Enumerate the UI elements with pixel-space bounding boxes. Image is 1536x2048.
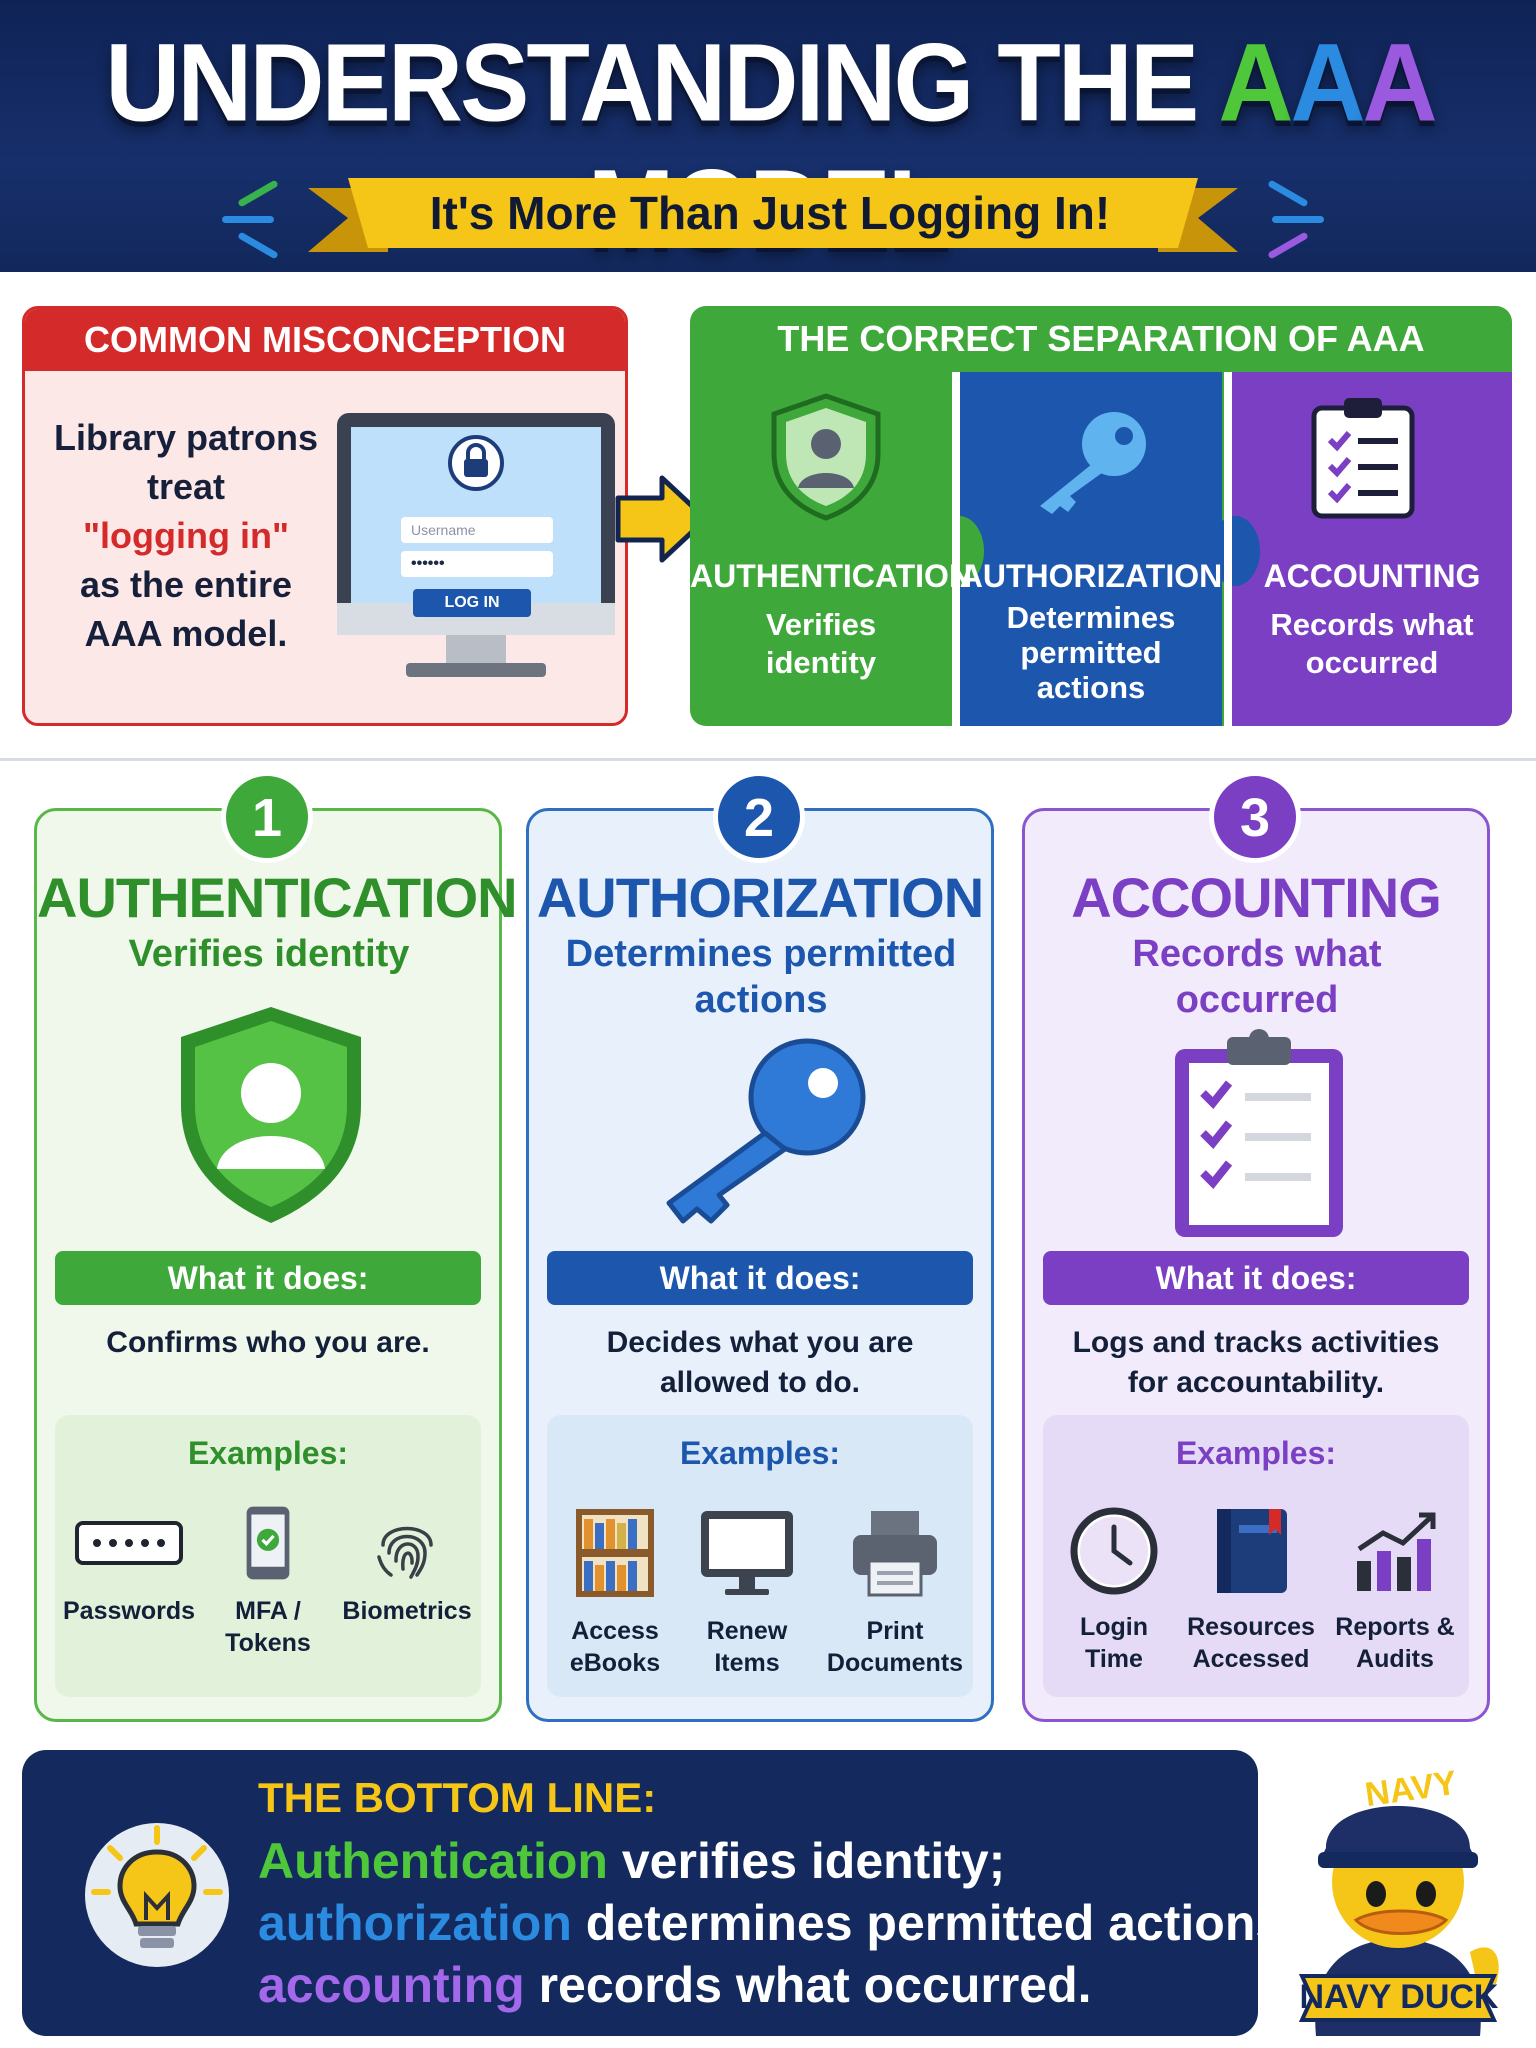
bottom-line-heading: THE BOTTOM LINE: <box>258 1774 657 1821</box>
book-icon <box>1217 1509 1287 1593</box>
mascot-banner-text: NAVY DUCK <box>1299 1978 1499 2016</box>
bottom-line-panel: THE BOTTOM LINE: Authentication verifies… <box>22 1750 1258 2036</box>
piece-title-accounting: ACCOUNTING <box>1263 558 1481 594</box>
piece-title-authorization: AUTHORIZATION <box>959 558 1223 594</box>
examples-label: Examples: <box>679 1435 841 1471</box>
username-field: Username <box>401 517 553 543</box>
monitor-icon <box>701 1511 793 1595</box>
examples-label: Examples: <box>187 1435 349 1471</box>
step-number-badge: 2 <box>713 771 805 863</box>
piece-title-authentication: AUTHENTICATION <box>690 558 973 594</box>
phone-check-icon <box>246 1506 290 1580</box>
printer-icon <box>853 1511 937 1597</box>
clipboard-checklist-icon <box>1311 398 1415 519</box>
example-biometrics: Biometrics <box>333 1505 481 1627</box>
examples-panel: Examples: Passwords MFA / Tokens <box>55 1415 481 1697</box>
piece-desc-authentication: Verifies identity <box>765 607 877 680</box>
what-it-does-text: Confirms who you are. <box>106 1326 430 1359</box>
card-title: ACCOUNTING <box>1071 866 1442 929</box>
what-it-does-bar: What it does: <box>55 1251 481 1305</box>
step-number-badge: 1 <box>221 771 313 863</box>
bottom-line-sentence-2: authorization determines permitted actio… <box>258 1895 1258 1951</box>
bottom-line-sentence-1: Authentication verifies identity; <box>258 1833 1006 1889</box>
puzzle-divider <box>952 372 960 726</box>
page-subtitle: It's More Than Just Logging In! <box>429 187 1111 239</box>
page-title: UNDERSTANDING THE AAA MODEL <box>105 21 1434 271</box>
misconception-box: COMMON MISCONCEPTION Library patrons tre… <box>22 306 628 726</box>
shield-user-icon <box>181 1007 361 1223</box>
password-field: •••••• <box>401 551 553 577</box>
section-divider <box>0 758 1536 761</box>
piece-desc-accounting: Records what occurred <box>1270 607 1474 680</box>
lightbulb-icon <box>85 1823 229 1967</box>
card-subtitle: Verifies identity <box>128 933 410 975</box>
what-it-does-bar: What it does: <box>547 1251 973 1305</box>
arrow-right-icon <box>615 475 709 563</box>
bookshelf-icon <box>576 1509 654 1597</box>
piece-desc-authorization: Determines permitted actions <box>1006 600 1176 705</box>
examples-label: Examples: <box>1175 1435 1337 1471</box>
card-title: AUTHENTICATION <box>37 866 518 929</box>
authentication-card: 1 AUTHENTICATION Verifies identity What … <box>34 771 518 1722</box>
puzzle-tab <box>1210 516 1260 586</box>
example-passwords: Passwords <box>55 1505 203 1627</box>
fingerprint-icon <box>377 1526 433 1579</box>
example-reports-audits: Reports &Audits <box>1321 1505 1469 1675</box>
step-number-badge: 3 <box>1209 771 1301 863</box>
password-icon <box>75 1521 183 1565</box>
what-it-does-bar: What it does: <box>1043 1251 1469 1305</box>
bottom-line-sentence-3: accounting records what occurred. <box>258 1957 1092 2013</box>
puzzle-divider <box>1224 372 1232 726</box>
key-icon <box>666 1038 866 1224</box>
aaa-separation-box: THE CORRECT SEPARATION OF AAA FUNCTIONS … <box>690 306 1512 726</box>
key-icon <box>1040 412 1146 514</box>
subtitle-ribbon <box>308 178 1238 252</box>
misconception-text: Library patrons treat "logging in" as th… <box>53 417 319 654</box>
clock-icon <box>1070 1507 1158 1595</box>
clipboard-checklist-icon <box>1175 1029 1343 1237</box>
duck-mascot-icon <box>1298 1806 1499 2036</box>
example-mfa-tokens: MFA / Tokens <box>193 1505 343 1659</box>
misconception-heading: COMMON MISCONCEPTION <box>25 309 625 371</box>
login-button: LOG IN <box>413 589 531 617</box>
bar-chart-icon <box>1357 1512 1436 1591</box>
shield-user-icon <box>771 393 881 521</box>
card-title: AUTHORIZATION <box>536 866 984 929</box>
separation-heading: THE CORRECT SEPARATION OF AAA FUNCTIONS <box>777 318 1425 425</box>
